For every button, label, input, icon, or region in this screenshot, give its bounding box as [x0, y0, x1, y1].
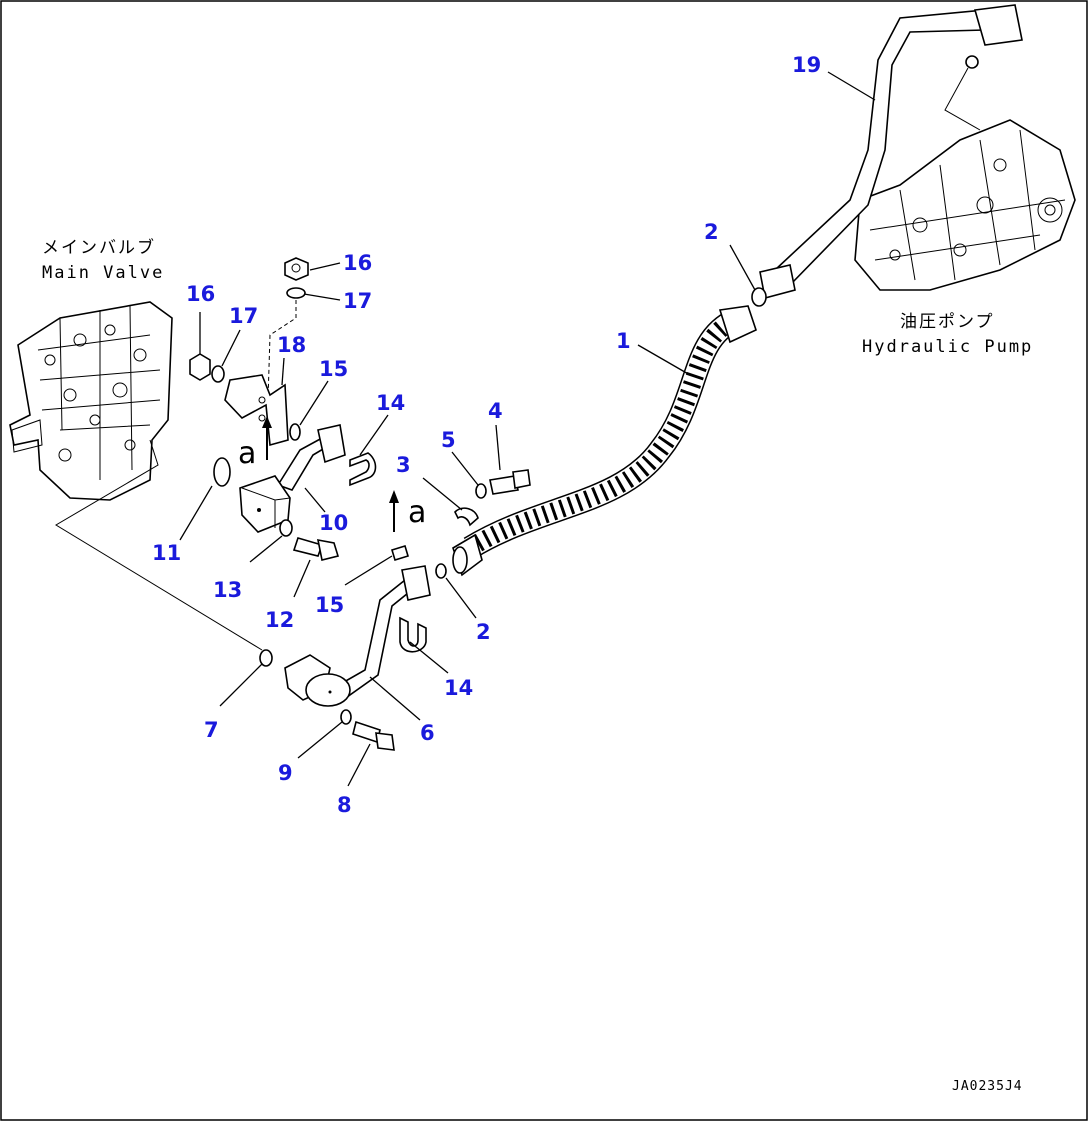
- hydraulic-pump-label-en: Hydraulic Pump: [862, 337, 1033, 357]
- callout-15-lower: 15: [315, 593, 344, 617]
- callout-1: 1: [616, 329, 631, 353]
- callout-7: 7: [204, 718, 219, 742]
- callout-19: 19: [792, 53, 821, 77]
- part-16-nut-upper: [284, 257, 309, 281]
- callout-8: 8: [337, 793, 352, 817]
- part-13-washer: [279, 519, 293, 537]
- part-14-clamp-lower: [399, 616, 427, 653]
- callout-3: 3: [396, 453, 411, 477]
- callout-10: 10: [319, 511, 348, 535]
- main-valve-label-en: Main Valve: [42, 263, 164, 283]
- callout-14-upper: 14: [376, 391, 405, 415]
- callout-2-upper: 2: [704, 220, 719, 244]
- drawing-code: JA0235J4: [952, 1079, 1023, 1094]
- view-ref-a-left: a: [238, 436, 256, 471]
- callout-9: 9: [278, 761, 293, 785]
- part-17-washer-left: [211, 365, 225, 383]
- callout-11: 11: [152, 541, 181, 565]
- callout-14-lower: 14: [444, 676, 473, 700]
- part-5-washer: [475, 483, 487, 499]
- callout-12: 12: [265, 608, 294, 632]
- callout-5: 5: [441, 428, 456, 452]
- part-19-tube: [759, 4, 1023, 299]
- part-15-gasket-lower: [391, 544, 409, 562]
- callout-6: 6: [420, 721, 435, 745]
- main-valve-drawing: [9, 301, 173, 501]
- part-1-hose: [452, 305, 757, 577]
- arrow-a-mid-head: [389, 490, 399, 503]
- part-7-oring: [259, 649, 273, 667]
- part-4-bolt: [489, 469, 531, 495]
- part-9-washer: [340, 709, 352, 725]
- part-12-bolt: [292, 537, 340, 561]
- part-3-clip: [454, 507, 479, 527]
- arrow-a-left-head: [262, 416, 272, 428]
- leader-lines: [179, 71, 876, 787]
- part-11-oring: [213, 457, 231, 487]
- part-15-gasket-upper: [289, 423, 301, 441]
- hydraulic-pump-drawing: [854, 119, 1076, 291]
- callout-18: 18: [277, 333, 306, 357]
- part-18-bracket: [224, 374, 289, 447]
- callouts: 19 2 16 17 16 17 18 15 1 14 4 5 3 10 11 …: [152, 53, 821, 817]
- callout-16-upper: 16: [343, 251, 372, 275]
- stud-line: [267, 300, 297, 401]
- part-8-bolt: [352, 720, 395, 751]
- view-ref-a-mid: a: [408, 495, 426, 530]
- part-10-tube: [239, 424, 346, 533]
- connector-line: [55, 439, 263, 651]
- hydraulic-pump-label-jp: 油圧ポンプ: [900, 312, 995, 332]
- part-14-clamp-upper: [349, 452, 377, 487]
- part-16-nut-left: [189, 353, 211, 381]
- part-2-oring-lower: [435, 563, 447, 579]
- callout-2-lower: 2: [476, 620, 491, 644]
- callout-4: 4: [488, 399, 503, 423]
- callout-13: 13: [213, 578, 242, 602]
- part-2-oring-upper: [751, 287, 767, 307]
- part-17-washer-upper: [286, 287, 306, 299]
- callout-15-upper: 15: [319, 357, 348, 381]
- callout-16-left: 16: [186, 282, 215, 306]
- callout-17-upper: 17: [343, 289, 372, 313]
- part-6-tube: [284, 565, 431, 707]
- callout-17-left: 17: [229, 304, 258, 328]
- main-valve-label-jp: メインバルブ: [42, 237, 156, 258]
